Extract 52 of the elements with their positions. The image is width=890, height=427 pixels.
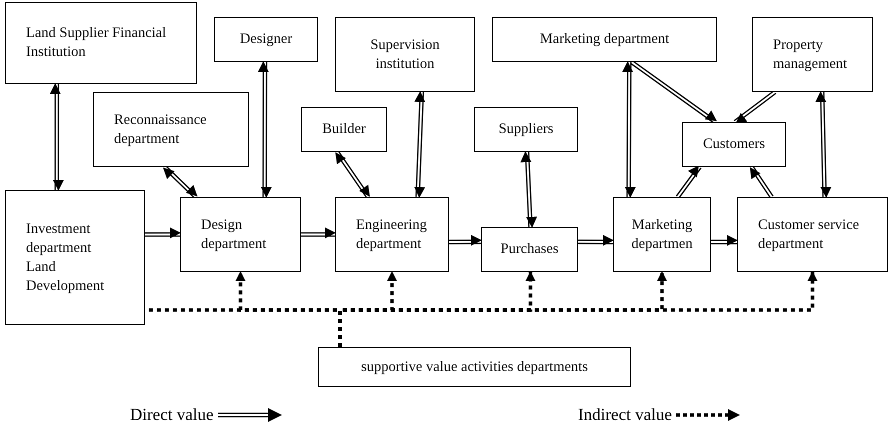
double-arrow [676, 165, 702, 199]
double-arrow [577, 234, 614, 246]
node-label: Reconnaissance department [114, 110, 208, 148]
node-label: Land Supplier Financial Institution [26, 24, 168, 62]
double-arrow [448, 234, 482, 246]
node-label: Supervision institution [369, 36, 441, 74]
dotted-arrow [338, 271, 818, 347]
process-box [481, 227, 578, 272]
node-label: Property management [773, 36, 848, 74]
node-label: Purchases [500, 240, 558, 259]
legend-label: Indirect value [578, 404, 672, 426]
process-box [752, 17, 873, 92]
process-box [492, 17, 717, 62]
node-label: Investment department Land Development [26, 220, 106, 296]
process-box [180, 197, 301, 272]
process-box [737, 197, 888, 272]
double-arrow [733, 90, 777, 124]
process-box [5, 190, 145, 325]
process-box [474, 107, 578, 152]
node-label: Design department [201, 216, 268, 254]
double-arrow [258, 61, 272, 198]
double-arrow [300, 227, 336, 238]
process-box [335, 197, 449, 272]
double-arrow [750, 165, 774, 199]
process-box [318, 347, 631, 387]
process-box [93, 92, 249, 167]
double-arrow [163, 165, 198, 199]
node-label: Engineering department [356, 216, 428, 254]
node-label: supportive value activities departments [361, 358, 588, 376]
double-arrow [630, 60, 717, 124]
node-label: Marketing departmen [630, 216, 694, 254]
node-label: Designer [240, 30, 292, 49]
double-arrow [815, 91, 832, 198]
double-arrow [520, 151, 538, 228]
node-label: Suppliers [498, 120, 554, 139]
double-arrow [414, 91, 426, 198]
process-box [613, 197, 711, 272]
double-arrow [50, 83, 64, 191]
double-arrow [710, 234, 738, 246]
process-box [682, 122, 786, 167]
double-arrow [622, 61, 636, 198]
node-label: Marketing department [540, 30, 670, 49]
node-label: Customer service department [758, 216, 860, 254]
node-label: Customers [702, 135, 766, 154]
process-box [335, 17, 475, 92]
double-arrow [144, 227, 181, 238]
double-arrow [335, 150, 370, 199]
node-label: Builder [322, 120, 366, 139]
process-box [301, 107, 387, 152]
process-box [5, 2, 197, 84]
process-box [214, 17, 318, 62]
legend-label: Direct value [130, 404, 214, 426]
